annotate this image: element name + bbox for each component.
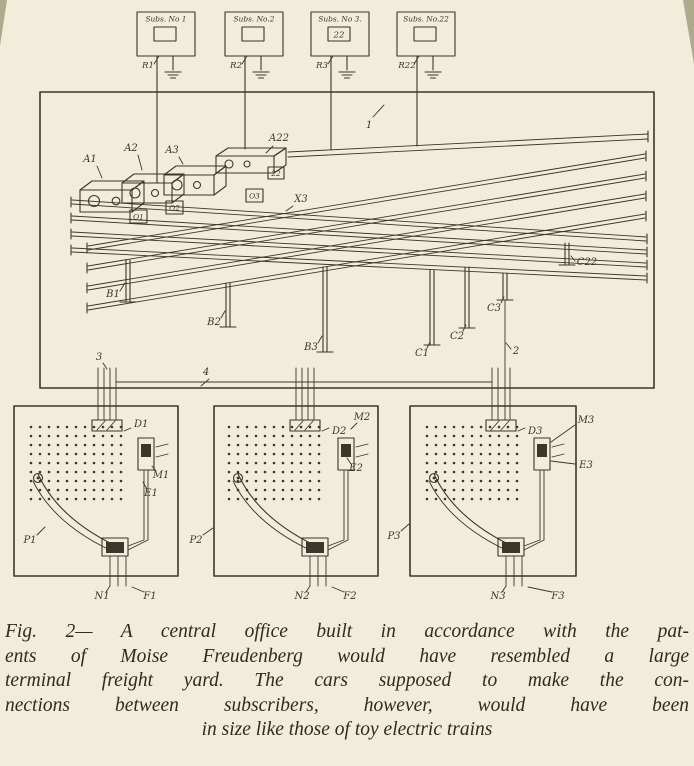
caption-line: ents of Moise Freudenberg would have res… [5,645,689,667]
post-label: B1 [105,289,120,300]
figure-caption: Fig. 2— A central office built in accord… [0,620,694,743]
contact-dot-grid [224,424,324,506]
panel-m-label: M3 [577,415,595,426]
post-b3: B3 [303,266,334,353]
yard-posts: B1 B2 B3 C1 [105,242,597,359]
panel-p-label: P3 [386,531,400,542]
frame-number-label: 1 [366,120,372,131]
panel-m-label: M1 [152,470,170,481]
car-label: A22 [268,133,289,144]
panel-m-label: M2 [353,412,371,423]
subscriber-box-22: Subs. No.22 R22 [396,11,456,147]
panel-f-label: F1 [142,591,156,602]
car-plate-label: O3 [249,192,260,201]
post-label: C3 [487,303,501,314]
post-label: B3 [303,342,318,353]
post-label: C1 [415,348,429,359]
yard-frame: 1 [39,91,655,389]
contact-dot-grid [420,424,520,506]
car-plate-label: 22 [270,169,281,178]
post-label: C2 [450,331,464,342]
panel-f-label: F3 [550,591,564,602]
trunk-label-3: 3 [96,352,102,363]
yard-rails [70,130,649,314]
trunk-label-2: 2 [512,346,519,357]
subscriber-box-3: Subs. No 3. 22 R3 [310,11,370,151]
panel-e-label: E2 [348,463,363,474]
subscriber-title: Subs. No.22 [403,15,449,24]
trunk-wiring: 3 4 2 [96,299,519,421]
subscriber-units: Subs. No 1 R1 Subs. No.2 [136,11,456,184]
car-a22: 22 A22 [215,133,289,180]
caption-line: in size like those of toy electric train… [201,719,493,741]
contact-dot-grid [24,424,124,506]
car-plate-label: O2 [169,204,180,213]
post-c3: C3 [487,272,514,314]
subscriber-title: Subs. No 3. [318,15,361,24]
post-c22: C22 [558,242,597,268]
panel-n-label: N2 [293,591,309,602]
panel-e-label: E3 [578,460,593,471]
car-plate-label: O1 [133,213,144,222]
panel-n-label: N1 [93,591,109,602]
post-c1: C1 [415,269,441,359]
car-label: A3 [164,145,179,156]
car-label: A1 [82,154,97,165]
post-b1: B1 [105,259,137,303]
selector-panel-2: D2 M2 E2 N2 F2 P2 [188,405,379,602]
subscriber-ref-label: R3 [315,61,328,71]
subscriber-box-1: Subs. No 1 R1 [136,11,196,184]
post-label: B2 [206,317,221,328]
car-label: A2 [123,143,138,154]
subscriber-window: 22 [333,31,345,41]
post-label: C22 [577,257,597,268]
post-b2: B2 [206,282,237,328]
panel-p-label: P1 [22,535,36,546]
figure-diagram: Subs. No 1 R1 Subs. No.2 [13,11,655,602]
subscriber-ref-label: R2 [229,61,242,71]
selector-panel-1: D1 M1 E1 N1 F1 P1 [13,405,179,602]
panel-p-label: P2 [188,535,202,546]
panel-e-label: E1 [143,488,158,499]
subscriber-ref-label: R22 [397,61,415,71]
panel-d-label: D1 [133,419,148,430]
subscriber-title: Subs. No.2 [234,15,275,24]
panel-d-label: D2 [331,426,346,437]
panel-d-label: D3 [527,426,542,437]
caption-line: nections between subscribers, however, w… [5,694,689,716]
scan-artifact-top-left [0,0,7,46]
trunk-label-4: 4 [202,367,209,378]
post-c2: C2 [450,266,476,342]
car-a3: O3 A3 [163,145,264,203]
car-a1: O1 A1 [79,154,148,224]
switch-label-x3: X3 [293,194,307,205]
selector-panel-3: D3 M3 E3 N3 F3 P3 [386,405,595,602]
subscriber-ref-label: R1 [141,61,154,71]
caption-line: Fig. 2— A central office built in accord… [5,621,689,642]
caption-line: terminal freight yard. The cars supposed… [5,670,689,692]
subscriber-box-2: Subs. No.2 R2 [224,11,284,150]
scan-artifact-top-right [683,0,694,64]
panel-n-label: N3 [489,591,505,602]
subscriber-title: Subs. No 1 [145,15,186,24]
car-a2: O2 A2 [121,143,185,215]
yard-cars: O1 A1 O2 A2 O3 [79,133,308,224]
panel-f-label: F2 [342,591,356,602]
